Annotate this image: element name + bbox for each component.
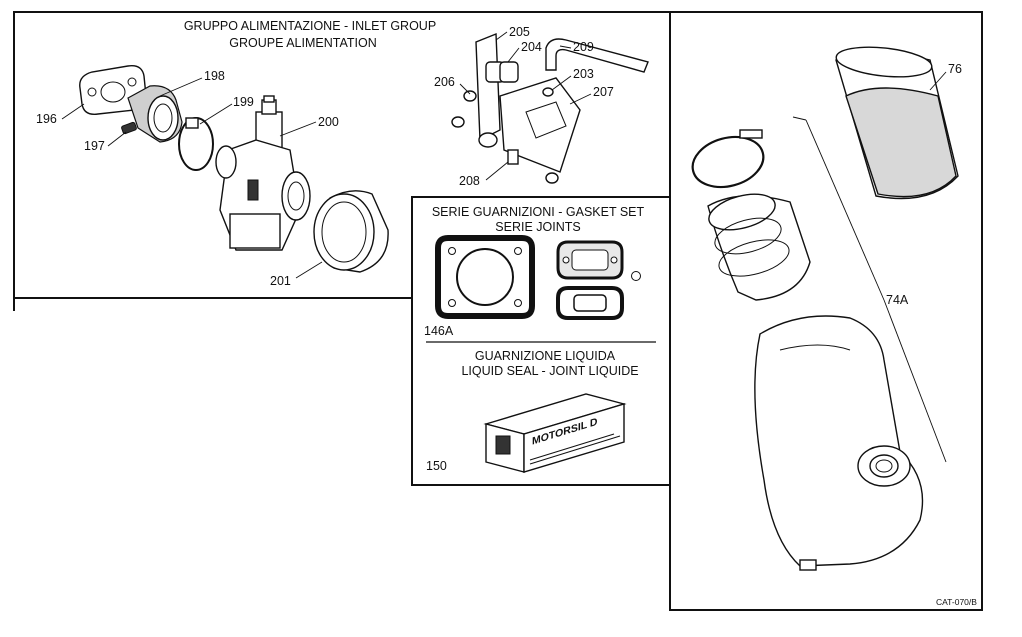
- intake-manifold-198: [127, 85, 183, 143]
- inlet-group-subtitle: GROUPE ALIMENTATION: [229, 36, 376, 50]
- callout-201: 201: [270, 274, 291, 288]
- callout-74A: 74A: [886, 293, 909, 307]
- intake-sleeve: [707, 193, 811, 301]
- callout-196: 196: [36, 112, 57, 126]
- o-ring: [631, 271, 641, 281]
- gasket-set-subtitle: SERIE JOINTS: [495, 220, 580, 234]
- callout-200: 200: [318, 115, 339, 129]
- airfilter-callouts: 74A 76: [792, 62, 962, 463]
- gasket-set-title: SERIE GUARNIZIONI - GASKET SET: [432, 205, 645, 219]
- callout-198: 198: [204, 69, 225, 83]
- carburettor-200: [215, 95, 311, 251]
- callout-146A: 146A: [424, 324, 454, 338]
- callout-208: 208: [459, 174, 480, 188]
- inlet-group-callouts: 196 197 198 199 200 201 205 204 209 206 …: [36, 25, 614, 288]
- sealant-box: MOTORSIL D: [483, 393, 627, 473]
- panel-frames: [13, 11, 983, 611]
- callout-76: 76: [948, 62, 962, 76]
- air-filter-element-76: [835, 46, 959, 200]
- clamp-199: [178, 117, 214, 171]
- bolt-197: [121, 121, 137, 135]
- callout-150: 150: [426, 459, 447, 473]
- clamp-hose: [691, 129, 765, 189]
- callout-207: 207: [593, 85, 614, 99]
- gasket-cylinder-base: [435, 235, 535, 319]
- callout-199: 199: [233, 95, 254, 109]
- reed-valve-assembly: [451, 32, 649, 184]
- callout-203: 203: [573, 67, 594, 81]
- gasket-intake: [556, 240, 624, 280]
- inlet-group-title: GRUPPO ALIMENTAZIONE - INLET GROUP: [184, 19, 436, 33]
- airbox-74A: [754, 315, 924, 571]
- callout-205: 205: [509, 25, 530, 39]
- callout-209: 209: [573, 40, 594, 54]
- callout-197: 197: [84, 139, 105, 153]
- catalog-code: CAT-070/B: [936, 597, 977, 607]
- callout-206: 206: [434, 75, 455, 89]
- callout-204: 204: [521, 40, 542, 54]
- liquid-seal-title: GUARNIZIONE LIQUIDA: [475, 349, 616, 363]
- gasket-exhaust: [556, 286, 624, 320]
- liquid-seal-subtitle: LIQUID SEAL - JOINT LIQUIDE: [461, 364, 638, 378]
- filter-sleeve-201: [313, 190, 389, 273]
